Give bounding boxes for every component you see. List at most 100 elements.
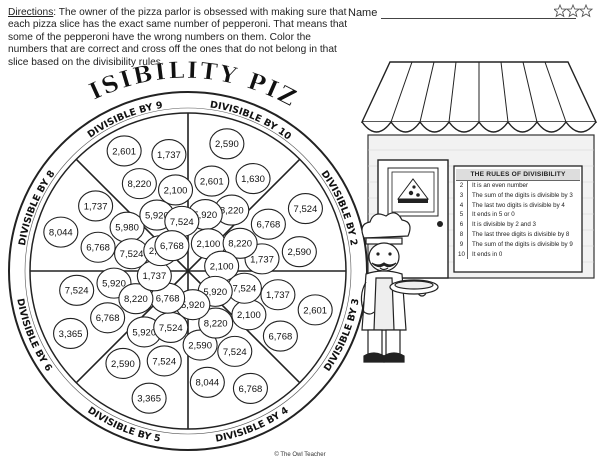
pepperoni-number[interactable]: 5,980 [109, 211, 145, 243]
pepperoni-circle[interactable] [281, 236, 317, 268]
pepperoni-circle[interactable] [209, 128, 245, 160]
name-line[interactable] [381, 8, 577, 19]
pepperoni-circle[interactable] [43, 216, 79, 248]
pepperoni-number[interactable]: 8,220 [222, 227, 258, 259]
pepperoni-number[interactable]: 6,768 [250, 208, 286, 240]
pepperoni-value: 2,601 [303, 305, 327, 316]
pepperoni-circle[interactable] [80, 231, 116, 263]
rule-text: It is divisible by 2 and 3 [472, 221, 536, 229]
pepperoni-value: 8,044 [49, 228, 73, 239]
pepperoni-number[interactable]: 2,601 [297, 294, 333, 326]
pepperoni-circle[interactable] [235, 163, 271, 195]
pepperoni-number[interactable]: 2,100 [157, 174, 194, 206]
pepperoni-circle[interactable] [287, 193, 323, 225]
pepperoni-number[interactable]: 5,920 [126, 316, 162, 348]
pepperoni-circle[interactable] [146, 345, 182, 377]
pepperoni-circle[interactable] [217, 335, 253, 367]
pepperoni-number[interactable]: 2,590 [105, 347, 141, 379]
pepperoni-value: 6,768 [256, 220, 280, 231]
pepperoni-number[interactable]: 2,590 [209, 128, 245, 160]
pepperoni-circle[interactable] [157, 174, 194, 206]
rule-text: The last three digits is divisible by 8 [472, 230, 570, 238]
pepperoni-circle[interactable] [194, 165, 230, 197]
pepperoni-circle[interactable] [59, 274, 95, 306]
pepperoni-number[interactable]: 7,524 [114, 238, 150, 270]
pepperoni-value: 6,768 [160, 241, 184, 252]
pepperoni-circle[interactable] [90, 302, 126, 334]
pepperoni-value: 5,920 [203, 287, 227, 298]
name-label: Name [348, 7, 378, 19]
pepperoni-number[interactable]: 8,220 [118, 283, 154, 315]
pepperoni-circle[interactable] [198, 307, 234, 339]
pepperoni-value: 5,920 [181, 300, 205, 311]
pepperoni-number[interactable]: 1,630 [235, 163, 271, 195]
pepperoni-number[interactable]: 8,044 [189, 366, 225, 398]
pepperoni-circle[interactable] [78, 190, 114, 222]
pepperoni-circle[interactable] [250, 208, 286, 240]
pepperoni-number[interactable]: 7,524 [287, 193, 323, 225]
pepperoni-value: 1,630 [241, 174, 265, 185]
pepperoni-circle[interactable] [260, 279, 296, 311]
pizza-parlor [360, 61, 598, 279]
pepperoni-circle[interactable] [106, 135, 142, 167]
rule-number: 6 [456, 220, 468, 230]
pepperoni-circle[interactable] [118, 283, 154, 315]
pepperoni-number[interactable]: 2,100 [231, 299, 267, 331]
pepperoni-circle[interactable] [297, 294, 333, 326]
pepperoni-value: 6,768 [86, 243, 110, 254]
rule-number: 3 [456, 190, 468, 201]
pepperoni-number[interactable]: 8,044 [43, 216, 79, 248]
pepperoni-value: 7,524 [233, 284, 257, 295]
pepperoni-number[interactable]: 2,601 [194, 165, 230, 197]
pepperoni-value: 2,590 [215, 139, 239, 150]
pepperoni-number[interactable]: 3,365 [131, 382, 167, 414]
rule-number: 2 [456, 181, 468, 191]
rule-text: It ends in 5 or 0 [472, 211, 515, 219]
pepperoni-circle[interactable] [222, 227, 258, 259]
pepperoni-number[interactable]: 1,737 [260, 279, 296, 311]
pepperoni-number[interactable]: 3,365 [53, 317, 89, 349]
pepperoni-circle[interactable] [262, 320, 298, 352]
pepperoni-number[interactable]: 7,524 [164, 205, 200, 237]
pepperoni-number[interactable]: 1,737 [78, 190, 114, 222]
pepperoni-number[interactable]: 8,220 [198, 307, 234, 339]
pepperoni-circle[interactable] [121, 168, 157, 200]
pepperoni-circle[interactable] [232, 372, 268, 404]
pepperoni-number[interactable]: 7,524 [59, 274, 95, 306]
pepperoni-value: 6,768 [96, 313, 120, 324]
pepperoni-number[interactable]: 2,590 [281, 236, 317, 268]
pepperoni-circle[interactable] [151, 139, 187, 171]
pepperoni-number[interactable]: 6,768 [232, 372, 268, 404]
rule-text: The sum of the digits is divisible by 9 [472, 240, 573, 248]
pepperoni-number[interactable]: 7,524 [226, 272, 262, 304]
pepperoni-number[interactable]: 8,220 [121, 168, 157, 200]
pepperoni-number[interactable]: 2,601 [106, 135, 142, 167]
pepperoni-value: 7,524 [294, 204, 318, 215]
pepperoni-circle[interactable] [189, 366, 225, 398]
pepperoni-value: 6,768 [269, 331, 293, 342]
pepperoni-circle[interactable] [53, 317, 89, 349]
pepperoni-number[interactable]: 7,524 [217, 335, 253, 367]
pepperoni-circle[interactable] [154, 230, 190, 262]
pepperoni-number[interactable]: 6,768 [262, 320, 298, 352]
pepperoni-number[interactable]: 7,524 [153, 311, 189, 343]
chef [360, 212, 439, 363]
name-field[interactable]: Name [348, 7, 577, 19]
pepperoni-number[interactable]: 6,768 [80, 231, 116, 263]
pepperoni-value: 7,524 [170, 217, 194, 228]
pepperoni-number[interactable]: 7,524 [146, 345, 182, 377]
pepperoni-value: 5,980 [115, 223, 139, 234]
pepperoni-number[interactable]: 6,768 [90, 302, 126, 334]
pepperoni-value: 2,601 [112, 146, 136, 157]
rule-number: 8 [456, 229, 468, 240]
pepperoni-value: 2,100 [164, 185, 188, 196]
pepperoni-value: 3,365 [59, 329, 83, 340]
pepperoni-circle[interactable] [131, 382, 167, 414]
rule-text: The last two digits is divisible by 4 [472, 201, 565, 209]
pepperoni-number[interactable]: 1,737 [151, 139, 187, 171]
pepperoni-circle[interactable] [105, 347, 141, 379]
pepperoni-number[interactable]: 6,768 [154, 230, 190, 262]
